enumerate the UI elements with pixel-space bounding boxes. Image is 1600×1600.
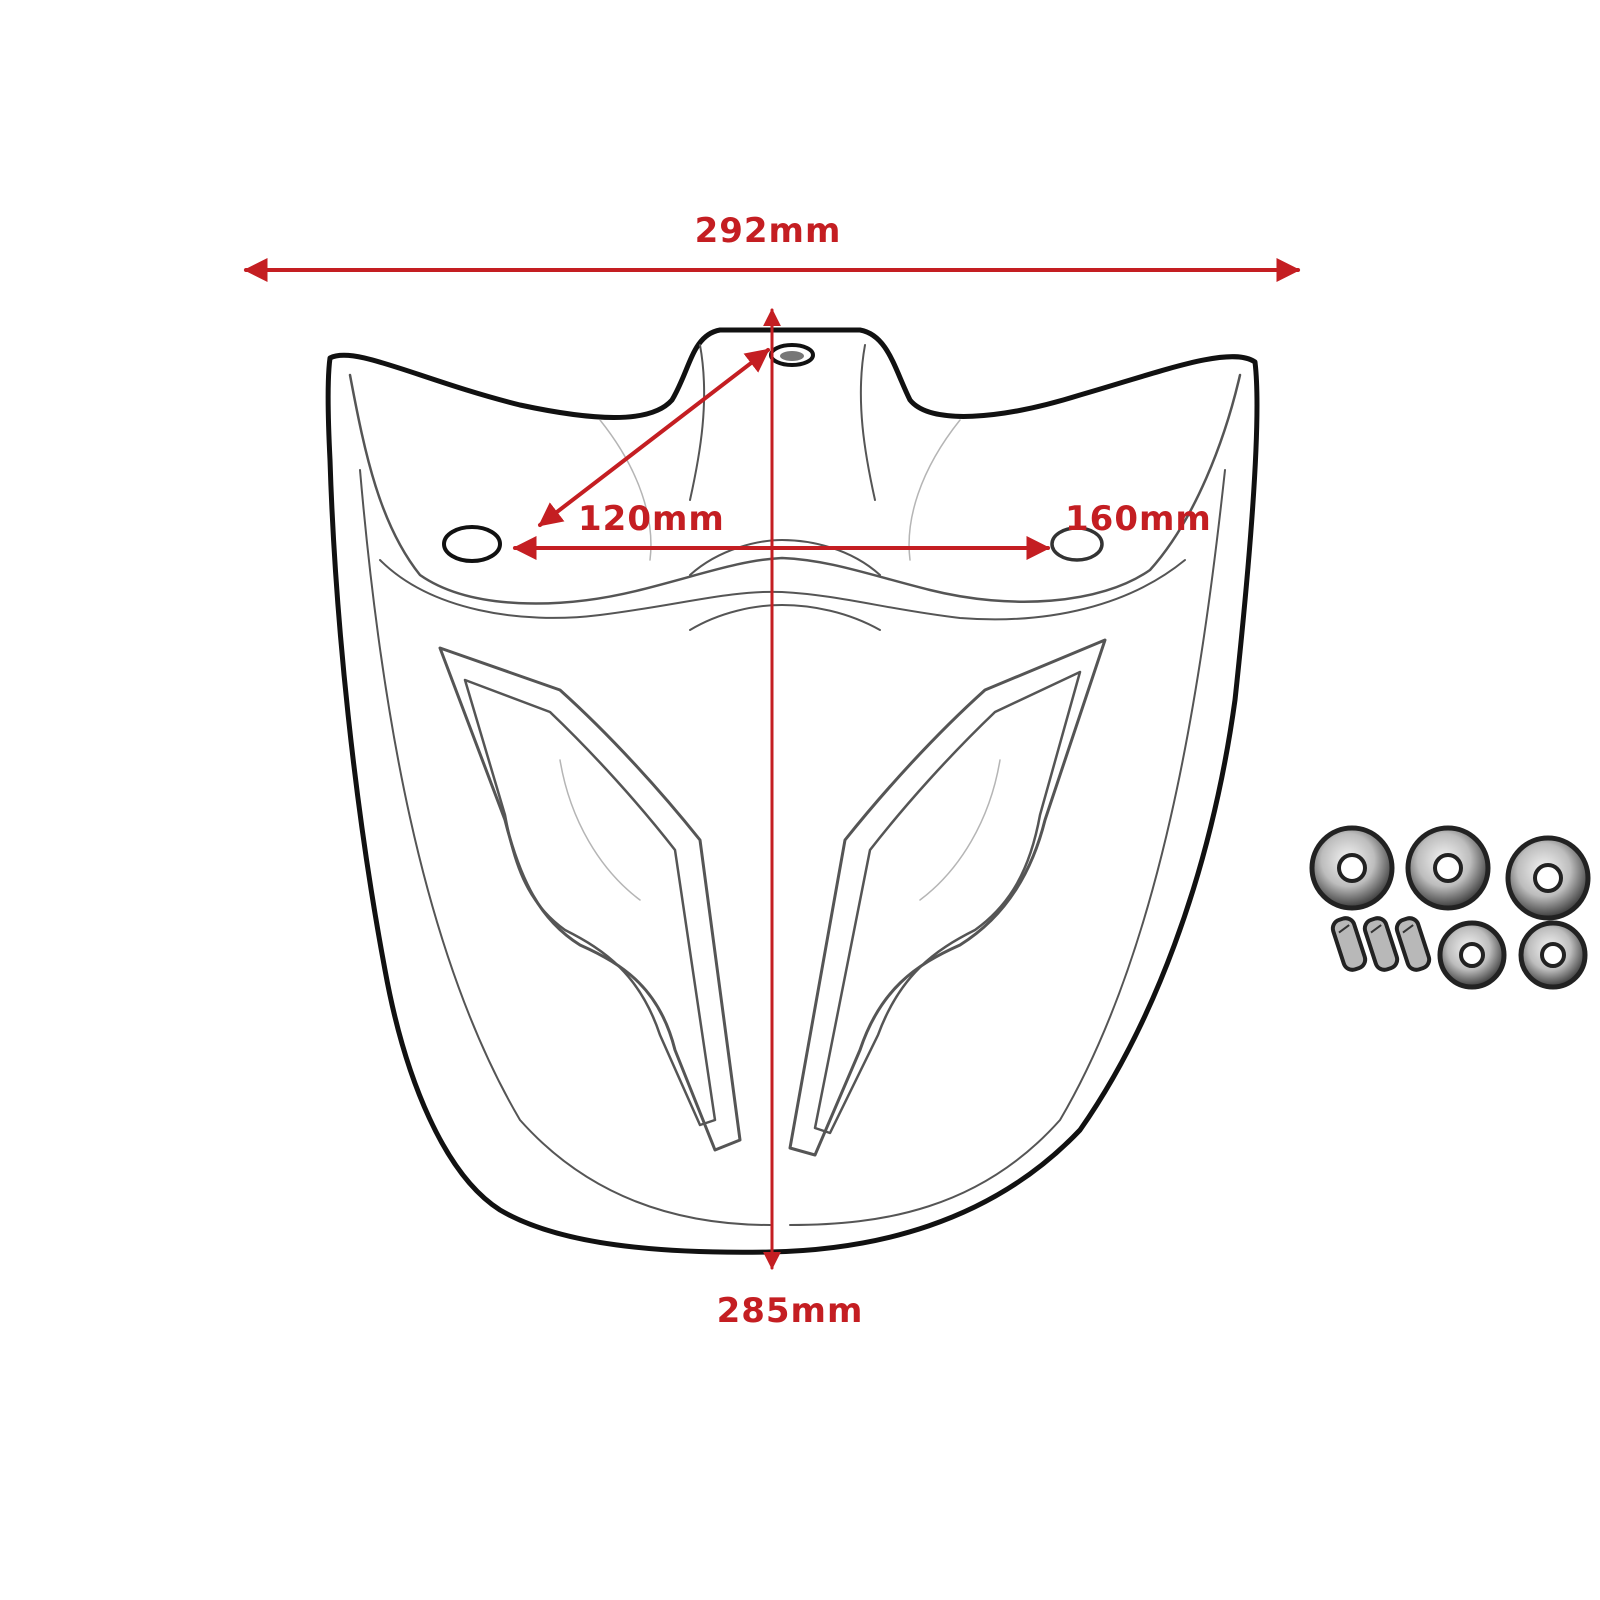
right-side-contour <box>789 469 1226 1226</box>
dimension-lines <box>243 258 1301 1270</box>
center-bridge-lower <box>689 604 881 631</box>
mounting-hole-top-inner <box>780 351 804 361</box>
fender-texture <box>559 419 1001 901</box>
left-stripe-outer <box>438 646 742 1152</box>
mounting-hole-left <box>442 525 502 563</box>
diagonal-label: 120mm <box>578 499 725 539</box>
screw <box>1330 916 1368 972</box>
right-stripe-outer <box>788 638 1107 1157</box>
grommet <box>1518 920 1588 990</box>
grommet <box>1505 835 1591 921</box>
fender-inner-rim <box>348 373 1242 605</box>
fender-outline <box>325 327 1260 1255</box>
height-label: 285mm <box>717 1291 864 1331</box>
right-stripe-inner <box>813 670 1082 1135</box>
grommet <box>1309 825 1395 911</box>
width-label: 292mm <box>695 211 842 251</box>
diagonal-dimension-line <box>538 348 770 527</box>
hole-span-label: 160mm <box>1065 499 1212 539</box>
fender-rim-lower <box>379 559 1186 621</box>
screw <box>1362 916 1400 972</box>
fender-part <box>325 327 1260 1255</box>
hardware-kit <box>1309 825 1591 990</box>
left-stripe-inner <box>463 678 717 1127</box>
left-side-contour <box>359 469 771 1226</box>
screw <box>1394 916 1432 972</box>
grommet <box>1405 825 1491 911</box>
grommet <box>1437 920 1507 990</box>
dimension-labels: 292mm 120mm 160mm 285mm <box>578 211 1212 1331</box>
tab-ridge <box>689 344 876 501</box>
mounting-hole-right <box>1050 526 1104 562</box>
